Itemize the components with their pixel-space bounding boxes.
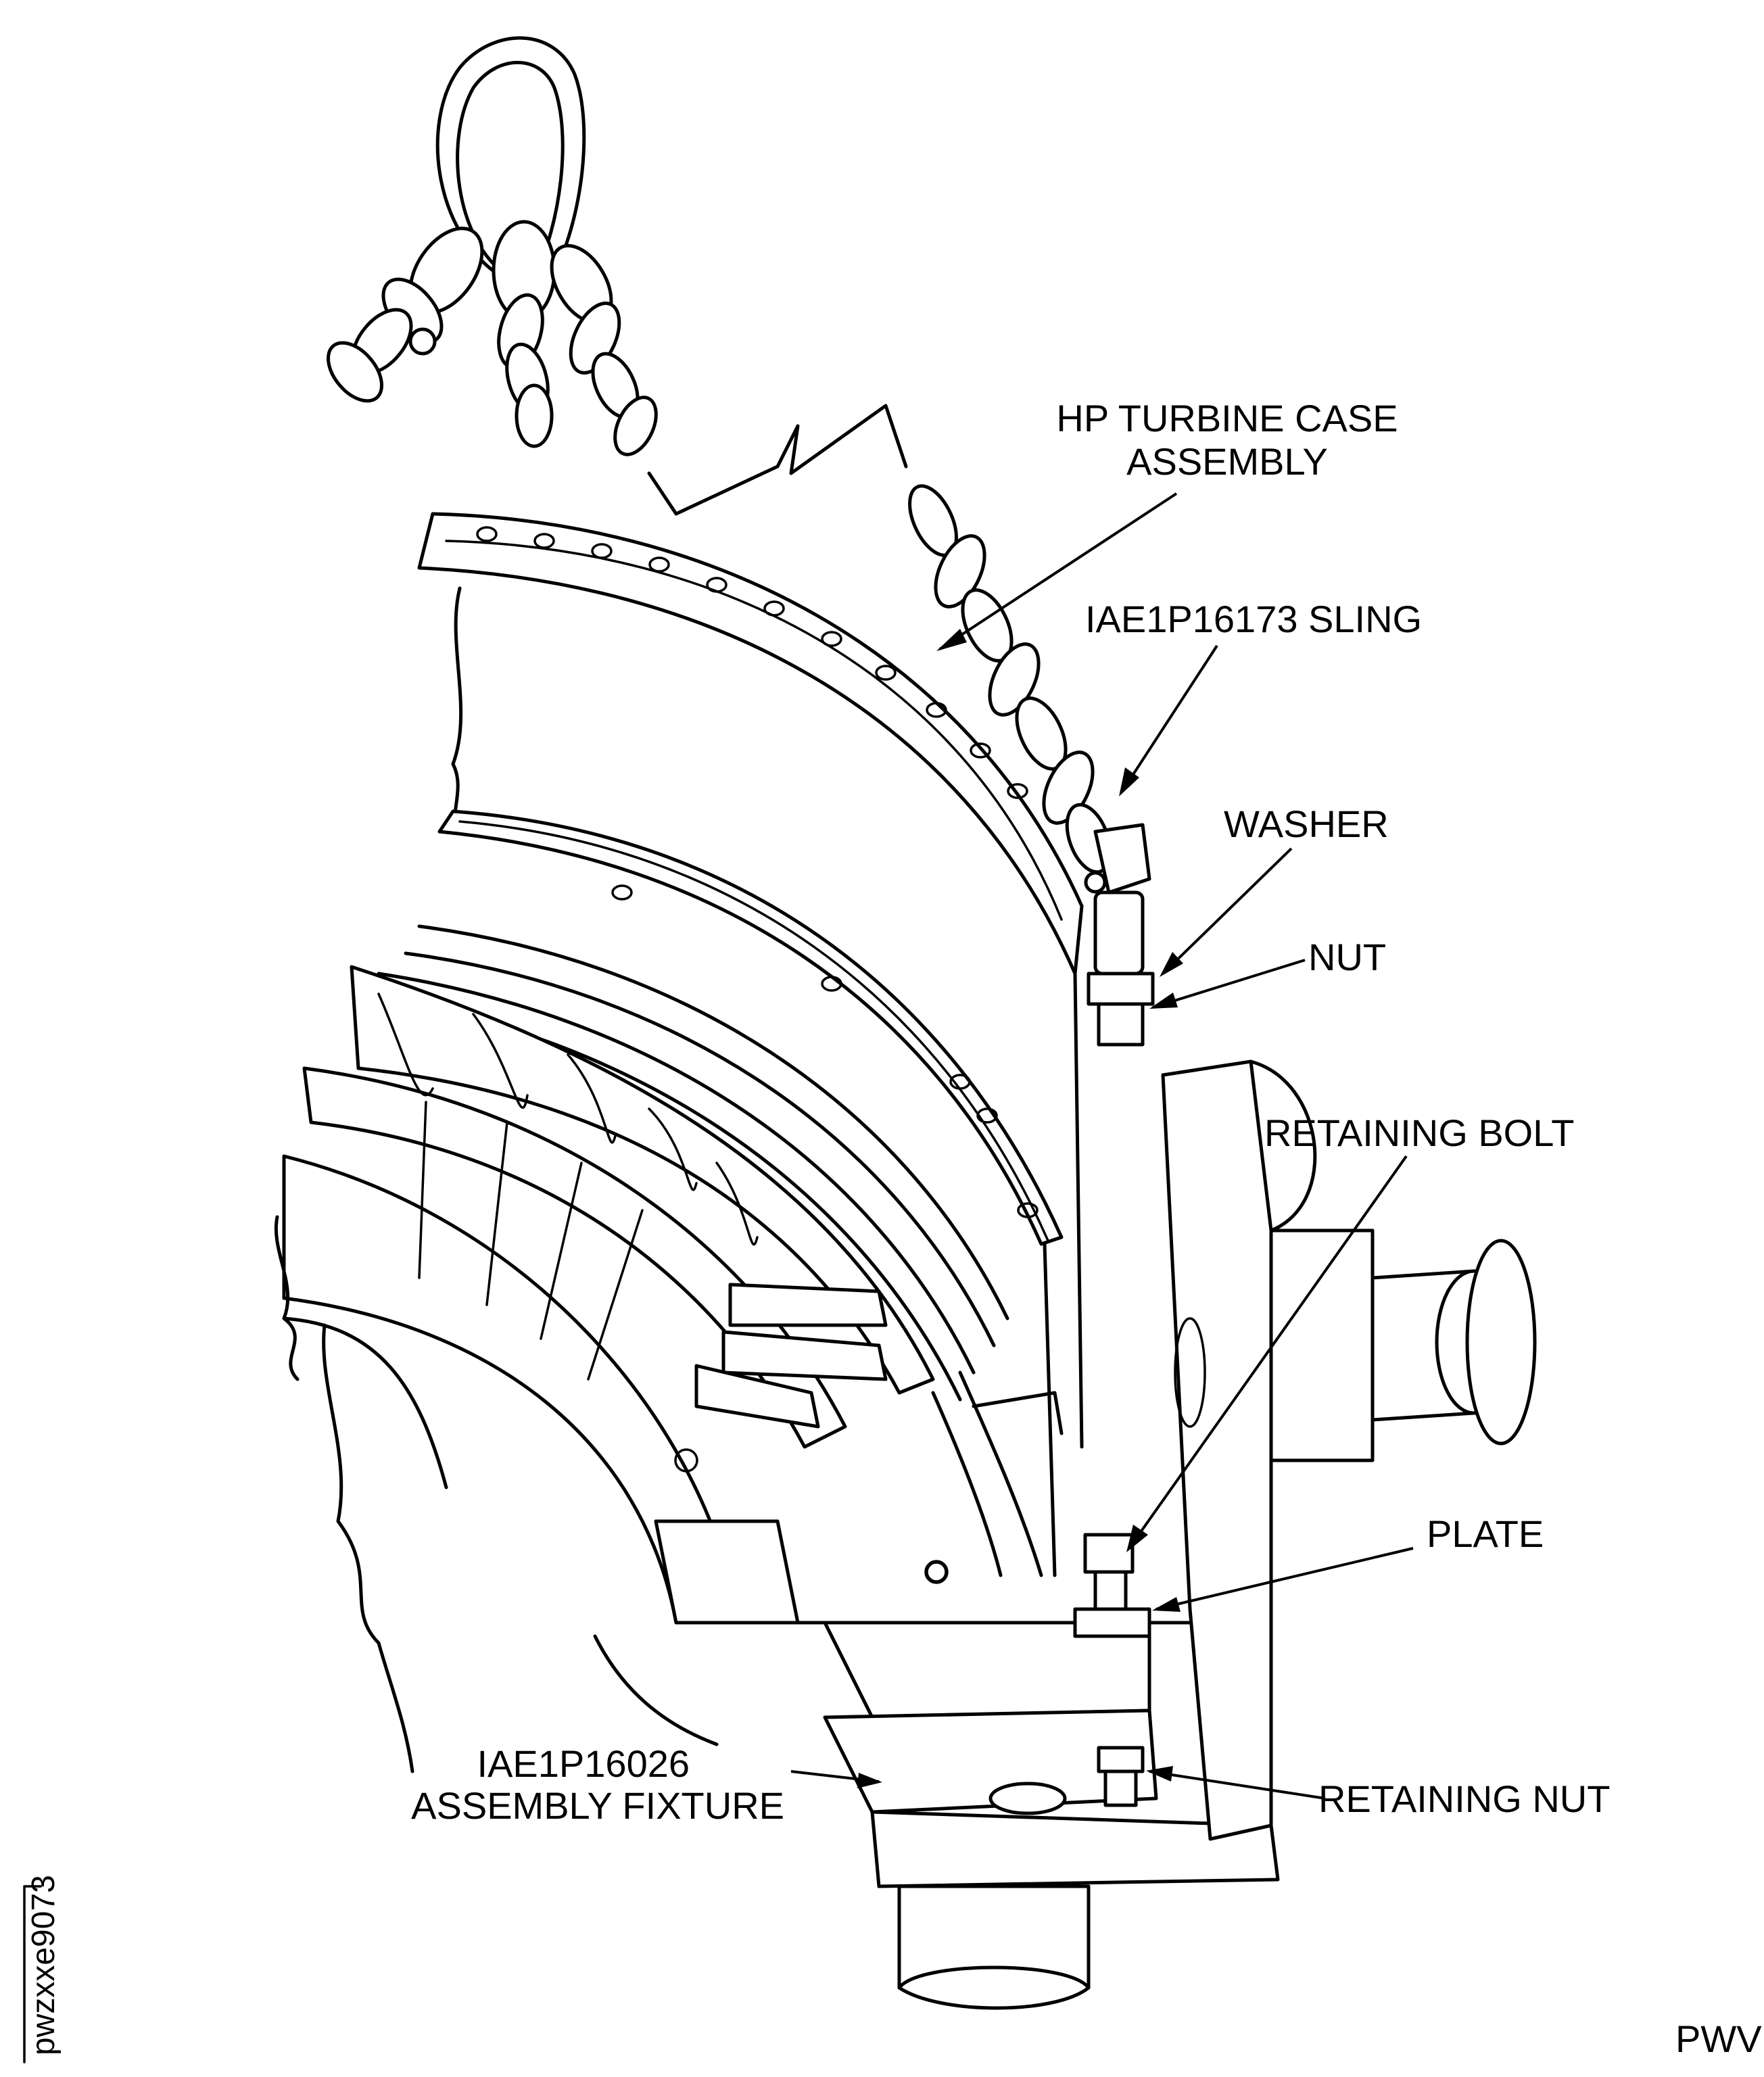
- label-washer: WASHER: [1224, 803, 1389, 845]
- label-retaining-bolt: RETAINING BOLT: [1264, 1112, 1574, 1154]
- label-hp-turbine-case-line1: HP TURBINE CASE: [1056, 397, 1398, 439]
- turbine-rings: [282, 924, 1009, 1625]
- label-nut: NUT: [1308, 936, 1386, 978]
- leader-lines: [790, 492, 1414, 1800]
- label-hp-turbine-case-line2: ASSEMBLY: [1126, 440, 1328, 483]
- label-retaining-nut: RETAINING NUT: [1318, 1777, 1610, 1820]
- sling-lug: [1087, 890, 1155, 1047]
- label-fixture-line1: IAE1P16026: [477, 1742, 690, 1785]
- turbine-disk: [654, 1370, 1064, 1625]
- corner-mark: PWV: [1675, 2018, 1762, 2060]
- chain-legs: [326, 220, 658, 456]
- label-sling: IAE1P16173 SLING: [1085, 598, 1422, 640]
- hp-turbine-case: [417, 512, 1084, 1577]
- sling-chain: [908, 484, 1151, 894]
- flange-holes: [476, 526, 1028, 799]
- label-plate: PLATE: [1427, 1512, 1544, 1555]
- label-fixture-line2: ASSEMBLY FIXTURE: [411, 1784, 784, 1827]
- lifting-ring: [435, 36, 586, 300]
- figure-id: pwzxxe9073: [26, 1875, 62, 2055]
- chain-break-line: [647, 404, 908, 516]
- assembly-fixture: [275, 1059, 1537, 2010]
- figure-id-block: pwzxxe9073: [23, 1875, 62, 2063]
